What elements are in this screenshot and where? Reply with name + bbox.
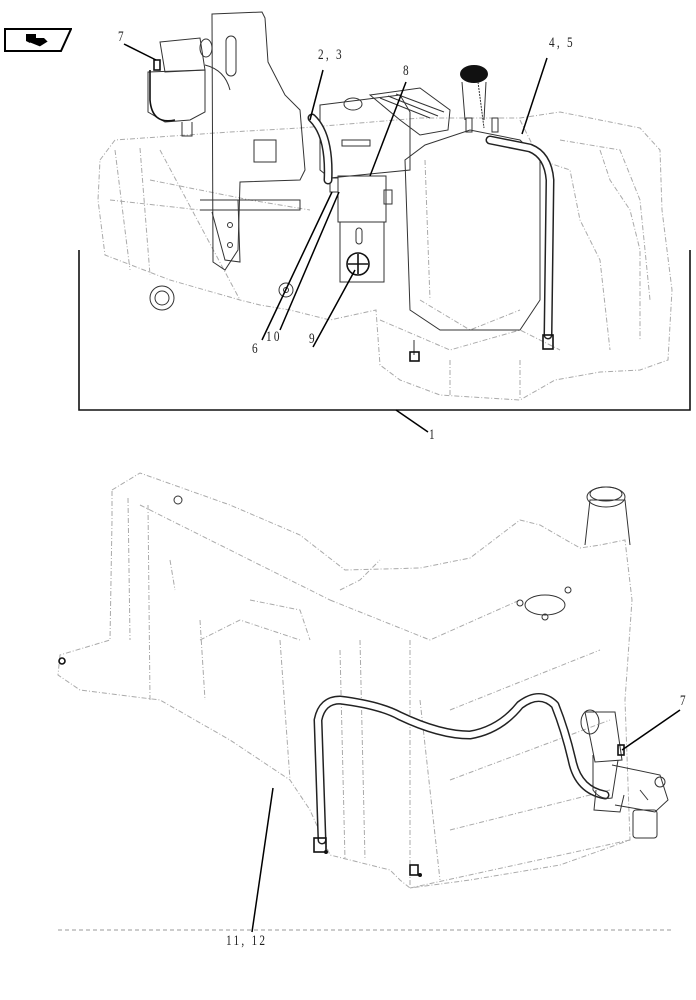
top-assembly-view bbox=[78, 11, 691, 433]
callout-1: 1 bbox=[429, 427, 437, 443]
callout-6: 6 bbox=[252, 341, 260, 357]
callout-9: 9 bbox=[309, 331, 317, 347]
bottom-assembly-view bbox=[57, 472, 681, 933]
callout-10: 10 bbox=[266, 329, 282, 345]
callout-11-12: 11, 12 bbox=[226, 933, 268, 949]
callout-4-5: 4, 5 bbox=[549, 35, 575, 51]
callout-2-3: 2, 3 bbox=[318, 47, 344, 63]
callout-7-top: 7 bbox=[118, 29, 126, 45]
callout-8: 8 bbox=[403, 63, 411, 79]
book-pointer-icon[interactable] bbox=[4, 28, 72, 52]
callout-7-bottom: 7 bbox=[680, 693, 688, 709]
